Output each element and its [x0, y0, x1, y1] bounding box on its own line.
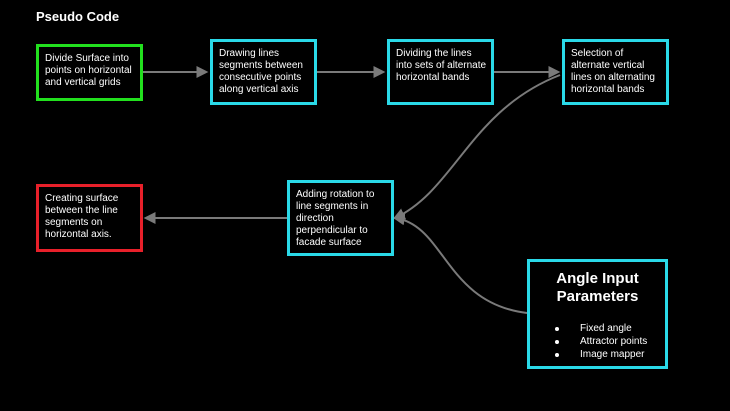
node-dividing-lines: Dividing the lines into sets of alternat…: [387, 39, 494, 105]
node-creating-surface: Creating surface between the line segmen…: [36, 184, 143, 252]
node-divide-surface-label: Divide Surface into points on horizontal…: [45, 53, 132, 88]
node-angle-input-parameters: Angle Input Parameters Fixed angle Attra…: [527, 259, 668, 369]
bullet-icon: [555, 353, 559, 357]
list-item-label: Image mapper: [580, 349, 645, 360]
arrow-selection-to-rotation: [392, 74, 561, 220]
node-selection: Selection of alternate vertical lines on…: [562, 39, 669, 105]
list-item: Fixed angle: [534, 322, 661, 335]
node-creating-surface-label: Creating surface between the line segmen…: [45, 193, 119, 240]
node-selection-label: Selection of alternate vertical lines on…: [571, 48, 655, 95]
node-divide-surface: Divide Surface into points on horizontal…: [36, 44, 143, 101]
list-item: Image mapper: [534, 348, 661, 361]
bullet-icon: [555, 327, 559, 331]
list-item-label: Attractor points: [580, 336, 648, 347]
node-drawing-lines-label: Drawing lines segments between consecuti…: [219, 48, 303, 95]
bullet-icon: [555, 340, 559, 344]
node-adding-rotation-label: Adding rotation to line segments in dire…: [296, 189, 375, 248]
list-item: Attractor points: [534, 335, 661, 348]
list-item-label: Fixed angle: [580, 323, 632, 334]
angle-input-title-line2: Parameters: [556, 288, 639, 305]
angle-input-title-line1: Angle Input: [556, 270, 639, 287]
angle-input-list: Fixed angle Attractor points Image mappe…: [534, 322, 661, 361]
node-drawing-lines: Drawing lines segments between consecuti…: [210, 39, 317, 105]
node-adding-rotation: Adding rotation to line segments in dire…: [287, 180, 394, 256]
page-title: Pseudo Code: [36, 9, 120, 24]
node-dividing-lines-label: Dividing the lines into sets of alternat…: [396, 48, 487, 83]
arrow-parameters-to-rotation: [392, 213, 528, 314]
